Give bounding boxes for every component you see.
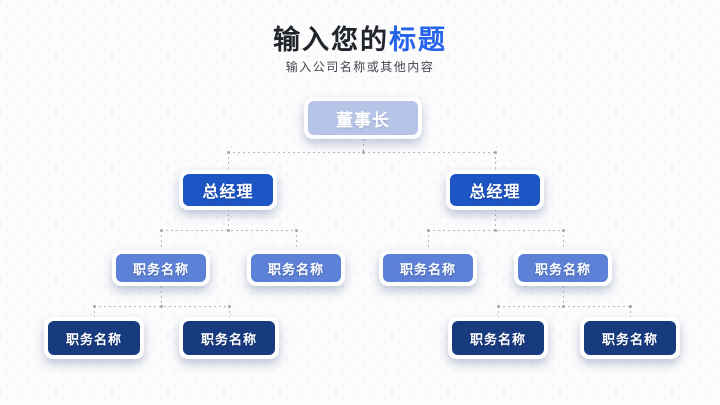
connector-root-down (363, 139, 364, 152)
org-node-label: 董事长 (308, 101, 418, 135)
connector-stub (630, 306, 631, 318)
connector-junction (427, 229, 430, 232)
connector-manager-left-down (228, 209, 229, 230)
connector-stub (428, 230, 429, 252)
org-node-label: 职务名称 (584, 321, 676, 355)
org-node-manager-right[interactable]: 总经理 (446, 170, 544, 210)
org-node-label: 职务名称 (452, 321, 544, 355)
page-title[interactable]: 输入您的标题 (0, 18, 720, 57)
connector-stub (498, 306, 499, 318)
connector-junction (494, 229, 497, 232)
org-node-label: 职务名称 (183, 321, 275, 355)
connector-stub (94, 306, 95, 318)
connector-stub (161, 230, 162, 252)
connector-junction (227, 229, 230, 232)
connector-mid-left-down (161, 286, 162, 306)
org-node-chairman[interactable]: 董事长 (304, 97, 422, 139)
connector-junction (160, 305, 163, 308)
org-node-position-mid-4[interactable]: 职务名称 (514, 250, 612, 286)
connector-stub-manager-left (228, 152, 229, 172)
org-node-position-bottom-1[interactable]: 职务名称 (44, 317, 144, 359)
connector-level2-horizontal (228, 152, 495, 153)
page-title-highlight: 标题 (389, 25, 447, 55)
connector-junction (362, 151, 365, 154)
org-node-label: 职务名称 (518, 254, 608, 282)
connector-stub (229, 306, 230, 318)
connector-manager-right-down (495, 209, 496, 230)
connector-junction (295, 229, 298, 232)
org-node-position-bottom-3[interactable]: 职务名称 (448, 317, 548, 359)
org-node-label: 职务名称 (251, 254, 341, 282)
connector-junction (562, 229, 565, 232)
page-title-prefix: 输入您的 (273, 25, 389, 55)
connector-stub-manager-right (495, 152, 496, 172)
org-node-position-bottom-4[interactable]: 职务名称 (580, 317, 680, 359)
org-node-position-mid-1[interactable]: 职务名称 (112, 250, 210, 286)
connector-junction (629, 305, 632, 308)
connector-stub (563, 230, 564, 252)
connector-mid-right-down (563, 286, 564, 306)
connector-junction (93, 305, 96, 308)
org-node-label: 总经理 (183, 174, 273, 206)
page-subtitle[interactable]: 输入公司名称或其他内容 (285, 60, 435, 74)
org-node-label: 职务名称 (48, 321, 140, 355)
connector-junction (497, 305, 500, 308)
org-node-manager-left[interactable]: 总经理 (179, 170, 277, 210)
connector-stub (296, 230, 297, 252)
connector-junction (562, 305, 565, 308)
connector-junction (160, 229, 163, 232)
org-node-label: 职务名称 (116, 254, 206, 282)
org-node-label: 总经理 (450, 174, 540, 206)
org-node-position-mid-2[interactable]: 职务名称 (247, 250, 345, 286)
connector-junction (228, 305, 231, 308)
org-node-position-bottom-2[interactable]: 职务名称 (179, 317, 279, 359)
connector-junction (227, 151, 230, 154)
connector-junction (494, 151, 497, 154)
org-node-position-mid-3[interactable]: 职务名称 (379, 250, 477, 286)
org-node-label: 职务名称 (383, 254, 473, 282)
